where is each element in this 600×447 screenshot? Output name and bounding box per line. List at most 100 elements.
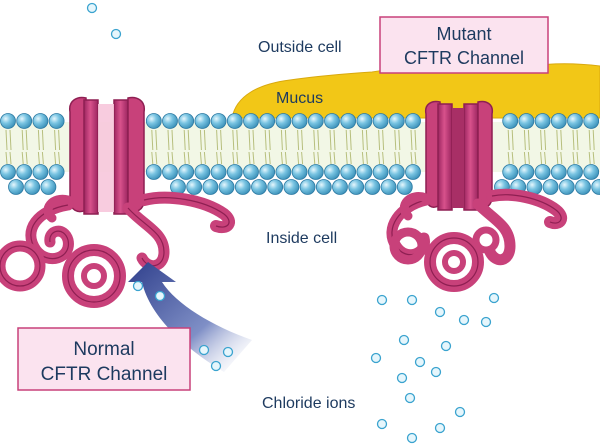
lipid-tail bbox=[216, 151, 219, 165]
lipid-head bbox=[32, 113, 49, 129]
lipid-tail bbox=[54, 151, 57, 165]
lipid-head bbox=[396, 179, 413, 195]
chloride-ion bbox=[458, 314, 470, 326]
lipid-tail bbox=[313, 129, 316, 151]
lipid-tail bbox=[414, 151, 417, 165]
lipid-tail bbox=[248, 151, 251, 165]
lipid-tail bbox=[280, 151, 283, 165]
chloride-ion bbox=[434, 306, 446, 318]
lipid-tail bbox=[333, 151, 336, 165]
lipid-tail bbox=[527, 151, 530, 165]
lipid-tail bbox=[523, 129, 526, 151]
lipid-head bbox=[8, 179, 24, 195]
chloride-ion bbox=[132, 280, 144, 292]
lipid-tail bbox=[171, 151, 174, 165]
normal-cftr-label-box: Normal CFTR Channel bbox=[17, 327, 191, 391]
lipid-tail bbox=[297, 129, 300, 151]
lipid-tail bbox=[58, 129, 61, 151]
chloride-ion bbox=[154, 290, 166, 302]
lipid-tail bbox=[151, 151, 154, 165]
lipid-head bbox=[218, 179, 235, 195]
lipid-head bbox=[24, 179, 41, 195]
lipid-tail bbox=[9, 151, 12, 165]
lipid-tail bbox=[5, 129, 8, 151]
lipid-tail bbox=[333, 129, 336, 151]
lipid-tail bbox=[264, 129, 267, 151]
chloride-ion bbox=[406, 432, 418, 444]
lipid-tail bbox=[264, 151, 267, 165]
lipid-tail bbox=[199, 129, 202, 151]
lipid-head bbox=[356, 113, 373, 129]
lipid-tail bbox=[183, 151, 186, 165]
lipid-tail bbox=[378, 129, 381, 151]
lipid-head bbox=[234, 179, 251, 195]
lipid-tail bbox=[410, 151, 413, 165]
normal-label-box-bg bbox=[17, 327, 191, 391]
mucus-label: Mucus bbox=[276, 90, 323, 107]
lipid-tail bbox=[556, 151, 559, 165]
lipid-head bbox=[315, 179, 332, 195]
lipid-tail bbox=[511, 151, 514, 165]
lipid-head bbox=[534, 113, 551, 129]
lipid-tail bbox=[507, 151, 510, 165]
lipid-tail bbox=[544, 151, 547, 165]
lipid-head bbox=[194, 113, 211, 129]
lipid-tail bbox=[382, 151, 385, 165]
lipid-head bbox=[380, 179, 397, 195]
chloride-ion bbox=[430, 366, 442, 378]
chloride-ion bbox=[414, 356, 426, 368]
lipid-tail bbox=[232, 151, 235, 165]
lipid-head bbox=[567, 164, 583, 180]
lipid-tail bbox=[155, 151, 158, 165]
lipid-tail bbox=[41, 129, 44, 151]
chloride-ion bbox=[210, 360, 222, 372]
lipid-head bbox=[332, 179, 348, 195]
lipid-tail bbox=[252, 151, 255, 165]
lipid-tail bbox=[167, 129, 170, 151]
lipid-head bbox=[145, 164, 162, 180]
lipid-head bbox=[340, 113, 357, 129]
lipid-head bbox=[591, 179, 600, 195]
lipid-tail bbox=[58, 151, 61, 165]
lipid-head bbox=[226, 113, 243, 129]
lipid-tail bbox=[410, 129, 413, 151]
chloride-ion bbox=[440, 340, 452, 352]
lipid-tail bbox=[414, 129, 417, 151]
chloride-ion bbox=[396, 372, 408, 384]
lipid-tail bbox=[54, 129, 57, 151]
lipid-head bbox=[32, 164, 49, 180]
lipid-tail bbox=[236, 151, 239, 165]
chloride-ion bbox=[434, 422, 446, 434]
lipid-tail bbox=[313, 151, 316, 165]
chloride-ion bbox=[480, 316, 492, 328]
lipid-tail bbox=[394, 151, 397, 165]
lipid-tail bbox=[280, 129, 283, 151]
lipid-head bbox=[0, 164, 16, 180]
lipid-head bbox=[502, 113, 519, 129]
lipid-tail bbox=[236, 129, 239, 151]
lipid-tail bbox=[216, 129, 219, 151]
lipid-head bbox=[210, 113, 227, 129]
lipid-tail bbox=[203, 129, 206, 151]
lipid-head bbox=[542, 179, 559, 195]
ion-flow-arrow-icon bbox=[128, 262, 252, 372]
lipid-head bbox=[16, 164, 33, 180]
lipid-tail bbox=[284, 129, 287, 151]
lipid-tail bbox=[349, 129, 352, 151]
lipid-tail bbox=[9, 129, 12, 151]
lipid-tail bbox=[37, 129, 40, 151]
lipid-tail bbox=[349, 151, 352, 165]
chloride-ion bbox=[376, 294, 388, 306]
lipid-tail bbox=[572, 129, 575, 151]
lipid-tail bbox=[365, 151, 368, 165]
lipid-head bbox=[291, 113, 308, 129]
lipid-tail bbox=[167, 151, 170, 165]
lipid-head bbox=[299, 179, 316, 195]
lipid-head bbox=[267, 179, 284, 195]
outside-cell-label: Outside cell bbox=[258, 39, 342, 56]
lipid-head bbox=[0, 113, 16, 129]
lipid-head bbox=[534, 164, 551, 180]
lipid-head bbox=[324, 113, 340, 129]
lipid-tail bbox=[21, 151, 24, 165]
lipid-tail bbox=[576, 151, 579, 165]
